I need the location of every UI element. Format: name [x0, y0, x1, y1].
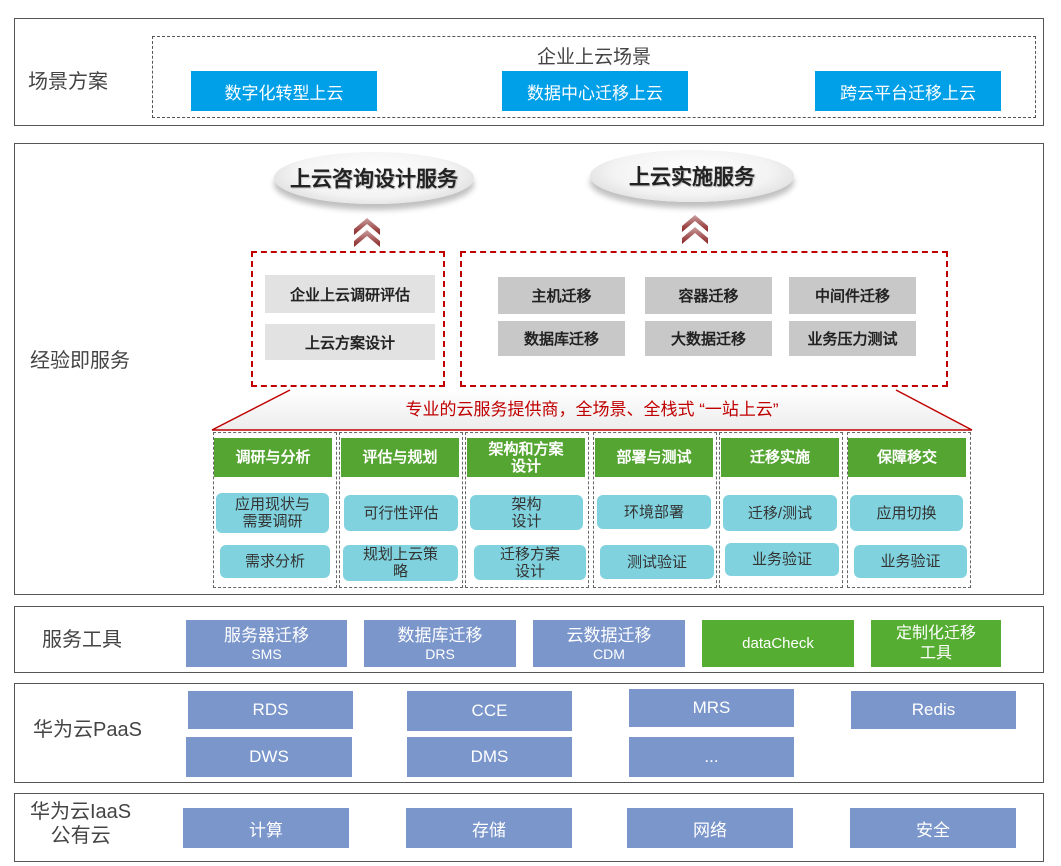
phase-column [593, 432, 717, 588]
row-label-iaas: 华为云IaaS 公有云 [30, 800, 131, 848]
tool-name: 云数据迁移 [566, 625, 652, 645]
phase-item[interactable]: 业务验证 [725, 543, 839, 576]
implementation-service-pill: 上云实施服务 [590, 150, 794, 202]
row-label-experience: 经验即服务 [30, 350, 130, 372]
tool-custom[interactable]: 定制化迁移 工具 [871, 620, 1001, 667]
phase-item[interactable]: 业务验证 [854, 545, 967, 578]
consulting-service-pill: 上云咨询设计服务 [274, 152, 474, 204]
iaas-storage[interactable]: 存储 [406, 808, 572, 848]
paas-cce[interactable]: CCE [407, 691, 572, 731]
phase-item[interactable]: 迁移方案 设计 [474, 545, 586, 580]
phase-title: 迁移实施 [721, 438, 839, 477]
iaas-compute[interactable]: 计算 [183, 808, 349, 848]
phase-column [465, 432, 589, 588]
consulting-item-research[interactable]: 企业上云调研评估 [265, 275, 435, 313]
tool-cdm[interactable]: 云数据迁移 CDM [533, 620, 685, 667]
consulting-items-frame [251, 251, 445, 387]
phase-item[interactable]: 应用切换 [850, 495, 963, 531]
tool-code: CDM [593, 645, 625, 662]
phase-column [719, 432, 843, 588]
tool-code: 工具 [919, 644, 952, 662]
row-label-scenario: 场景方案 [28, 71, 108, 93]
paas-dms[interactable]: DMS [407, 737, 572, 777]
row-label-iaas-line2: 公有云 [50, 825, 111, 847]
chevron-up-icon [354, 218, 380, 247]
phase-item[interactable]: 规划上云策 略 [343, 545, 458, 581]
phase-title: 架构和方案 设计 [467, 438, 585, 477]
row-label-iaas-line1: 华为云IaaS [30, 801, 132, 823]
tool-datacheck[interactable]: dataCheck [702, 620, 854, 667]
tool-name: dataCheck [742, 634, 814, 652]
paas-more[interactable]: ... [629, 737, 794, 777]
slogan-banner [211, 389, 973, 431]
tool-sms[interactable]: 服务器迁移 SMS [186, 620, 347, 667]
phase-item[interactable]: 应用现状与 需要调研 [216, 493, 329, 533]
phase-title: 保障移交 [848, 438, 966, 477]
tool-code: DRS [425, 645, 455, 662]
iaas-network[interactable]: 网络 [627, 808, 793, 848]
phase-column [847, 432, 971, 588]
impl-item-bigdata[interactable]: 大数据迁移 [645, 321, 772, 356]
chevron-up-icon [682, 215, 708, 244]
scenario-dashed-frame [152, 36, 1036, 118]
slogan-text: 专业的云服务提供商，全场景、全栈式 “一站上云” [405, 400, 779, 419]
phase-column [339, 432, 463, 588]
phase-item[interactable]: 环境部署 [597, 495, 711, 529]
impl-item-host[interactable]: 主机迁移 [498, 277, 625, 314]
scenario-title: 企业上云场景 [536, 47, 651, 68]
paas-redis[interactable]: Redis [851, 691, 1016, 729]
impl-item-database[interactable]: 数据库迁移 [498, 321, 625, 356]
tool-name: 数据库迁移 [397, 625, 483, 645]
phase-item[interactable]: 架构 设计 [470, 495, 583, 530]
tool-code: SMS [251, 645, 282, 662]
paas-dws[interactable]: DWS [186, 737, 352, 777]
phase-title: 部署与测试 [595, 438, 713, 477]
phase-column [213, 432, 337, 588]
tool-name: 定制化迁移 [895, 624, 976, 642]
phase-item[interactable]: 测试验证 [600, 545, 714, 579]
phase-item[interactable]: 可行性评估 [344, 495, 458, 531]
phase-item[interactable]: 需求分析 [220, 545, 330, 578]
consulting-item-design[interactable]: 上云方案设计 [265, 324, 435, 360]
scenario-datacenter-migration[interactable]: 数据中心迁移上云 [502, 71, 688, 111]
row-label-paas: 华为云PaaS [33, 719, 142, 741]
scenario-digital-transformation[interactable]: 数字化转型上云 [191, 71, 377, 111]
iaas-security[interactable]: 安全 [850, 808, 1016, 848]
paas-rds[interactable]: RDS [188, 691, 353, 729]
phase-item[interactable]: 迁移/测试 [723, 495, 837, 531]
phase-title: 调研与分析 [214, 438, 332, 477]
implementation-items-frame [460, 251, 948, 387]
scenario-cross-cloud-migration[interactable]: 跨云平台迁移上云 [815, 71, 1001, 111]
impl-item-container[interactable]: 容器迁移 [645, 277, 772, 314]
tool-drs[interactable]: 数据库迁移 DRS [364, 620, 516, 667]
row-label-tools: 服务工具 [42, 629, 122, 651]
tool-name: 服务器迁移 [224, 625, 309, 645]
paas-mrs[interactable]: MRS [629, 689, 794, 727]
impl-item-stress-test[interactable]: 业务压力测试 [789, 321, 916, 356]
impl-item-middleware[interactable]: 中间件迁移 [789, 277, 916, 314]
phase-title: 评估与规划 [341, 438, 459, 477]
